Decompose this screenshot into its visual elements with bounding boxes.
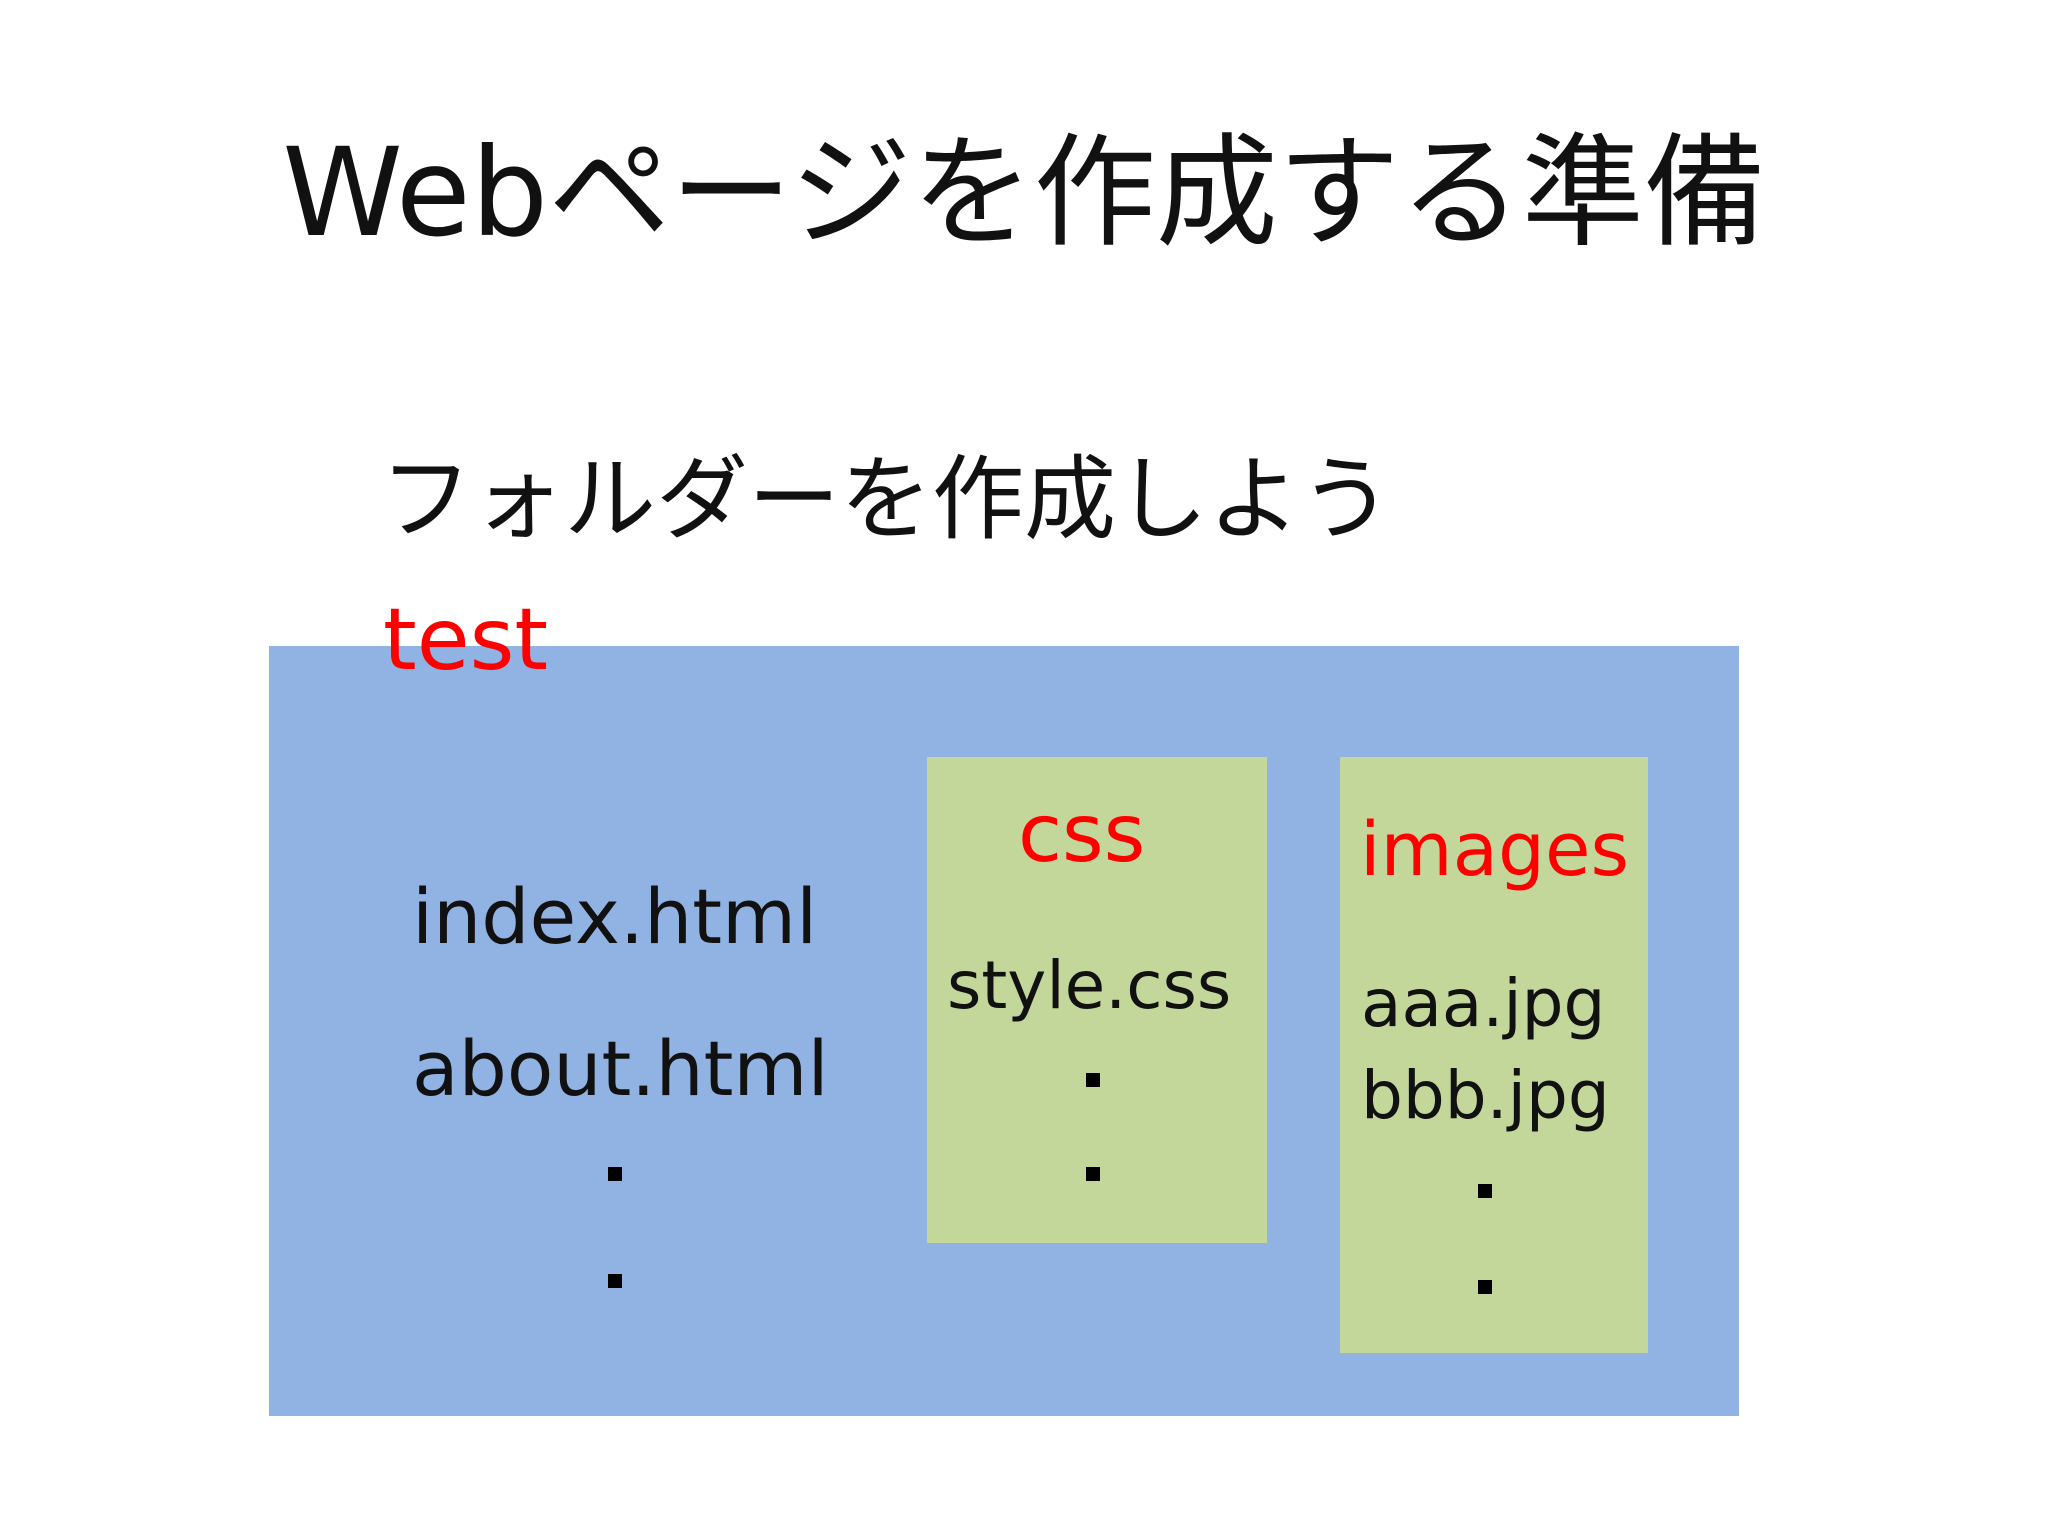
- images-file-aaa: aaa.jpg: [1361, 965, 1606, 1042]
- images-ellipsis-dot-2: [1478, 1280, 1492, 1294]
- css-folder-box: [927, 757, 1267, 1243]
- root-file-about: about.html: [412, 1024, 829, 1113]
- slide-subtitle: フォルダーを作成しよう: [380, 446, 1393, 553]
- root-ellipsis-dot-1: [608, 1167, 622, 1181]
- root-file-index: index.html: [412, 872, 818, 961]
- css-ellipsis-dot-2: [1086, 1167, 1100, 1181]
- root-folder-name: test: [383, 590, 549, 690]
- css-folder-name: css: [1018, 787, 1146, 880]
- css-ellipsis-dot-1: [1086, 1073, 1100, 1087]
- images-folder-box: [1340, 757, 1648, 1353]
- root-ellipsis-dot-2: [608, 1274, 622, 1288]
- css-file-style: style.css: [947, 947, 1232, 1024]
- images-file-bbb: bbb.jpg: [1361, 1057, 1610, 1134]
- images-folder-name: images: [1360, 807, 1630, 893]
- slide-title: Webページを作成する準備: [282, 122, 1766, 264]
- images-ellipsis-dot-1: [1478, 1184, 1492, 1198]
